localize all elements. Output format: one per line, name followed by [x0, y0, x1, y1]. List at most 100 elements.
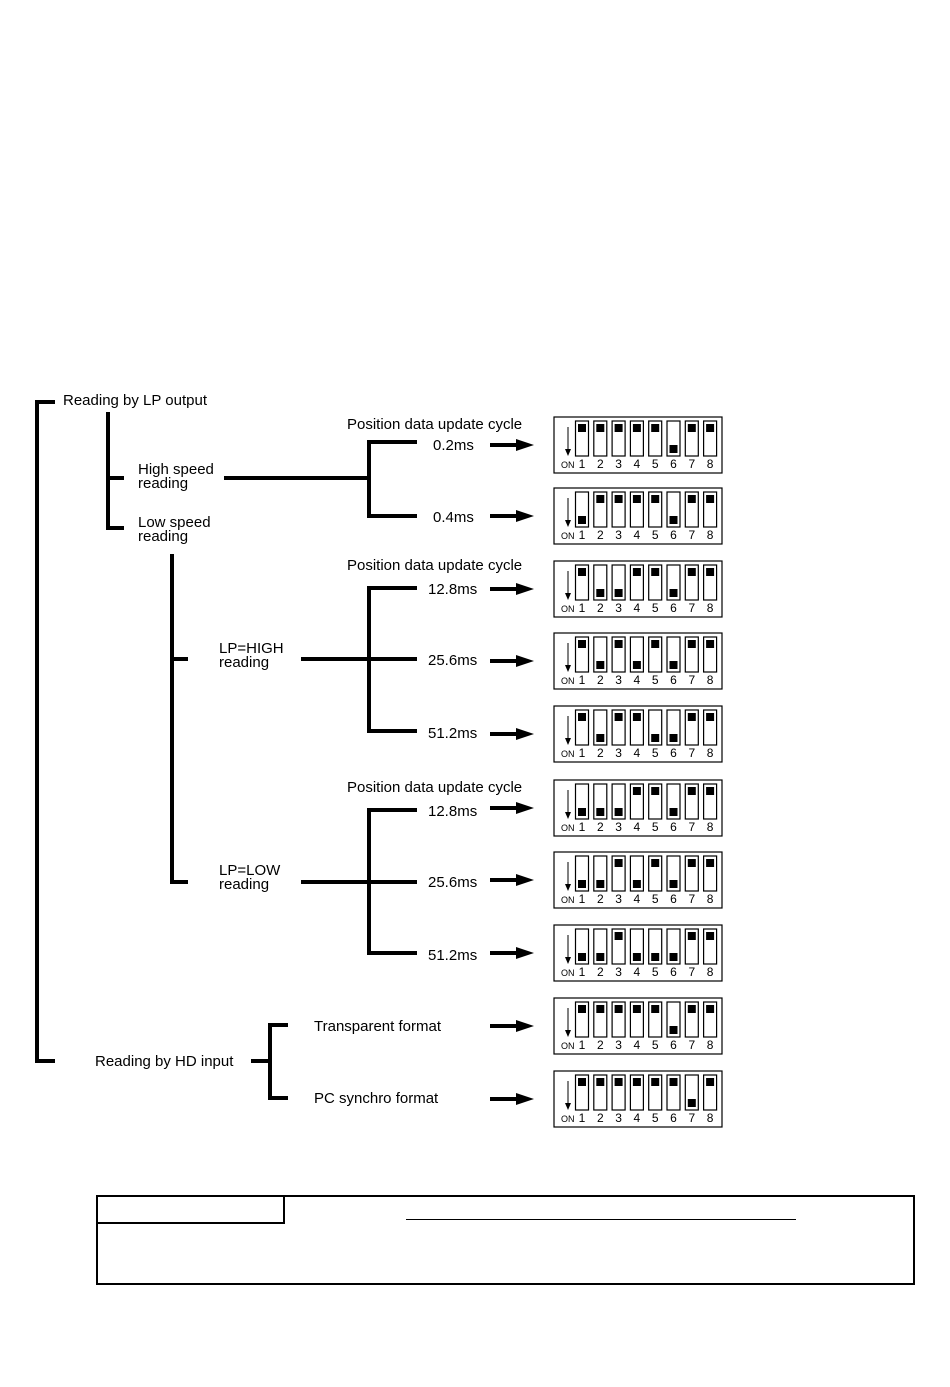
dip-switch-knob-off: [706, 424, 715, 432]
on-label: ON: [561, 460, 575, 470]
switch-number: 5: [652, 457, 659, 471]
switch-number: 7: [688, 965, 695, 979]
switch-number: 4: [634, 965, 641, 979]
dip-switch-knob-on: [669, 1026, 678, 1034]
switch-number: 6: [670, 457, 677, 471]
switch-number: 7: [688, 1111, 695, 1125]
dip-switch-knob-off: [651, 568, 660, 576]
setting-label-0-4ms: 0.4ms: [433, 509, 474, 526]
arrow: [490, 874, 534, 886]
dip-switch-knob-off: [706, 713, 715, 721]
dip-switch-knob-off: [706, 1005, 715, 1013]
switch-number: 2: [597, 1038, 604, 1052]
switch-number: 8: [707, 1111, 714, 1125]
dip-switch-knob-off: [614, 640, 623, 648]
dip-switch-knob-on: [651, 734, 660, 742]
dip-switch-knob-off: [687, 568, 696, 576]
on-label: ON: [561, 531, 575, 541]
switch-number: 2: [597, 746, 604, 760]
switch-number: 6: [670, 965, 677, 979]
setting-label-0-2ms: 0.2ms: [433, 437, 474, 454]
switch-number: 1: [579, 601, 586, 615]
switch-number: 8: [707, 1038, 714, 1052]
setting-label-lp-high-51-2ms: 51.2ms: [428, 725, 478, 742]
dip-switch-knob-off: [687, 713, 696, 721]
switch-number: 8: [707, 601, 714, 615]
cycle-header-lp-low: Position data update cycle: [347, 779, 523, 796]
switch-number: 8: [707, 528, 714, 542]
switch-number: 5: [652, 528, 659, 542]
high-speed-fork: [367, 440, 417, 518]
arrow: [490, 583, 534, 595]
arrow: [490, 655, 534, 667]
dip-switch-knob-off: [706, 640, 715, 648]
dip-switch-knob-on: [578, 808, 586, 816]
lp-output-label: Reading by LP output: [63, 392, 208, 409]
dip-switch-knob-off: [687, 932, 696, 940]
switch-number: 4: [634, 820, 641, 834]
setting-label-lp-high-25-6ms: 25.6ms: [428, 652, 478, 669]
switch-number: 1: [579, 1111, 586, 1125]
switch-number: 5: [652, 1111, 659, 1125]
switch-number: 7: [688, 528, 695, 542]
arrow: [490, 1093, 534, 1105]
arrow: [490, 1020, 534, 1032]
dip-switch-knob-off: [596, 1078, 605, 1086]
dip-switch-knob-off: [669, 1078, 678, 1086]
on-label: ON: [561, 604, 575, 614]
dip-switch-knob-on: [669, 589, 678, 597]
dip-switch-knob-off: [687, 495, 696, 503]
switch-number: 8: [707, 820, 714, 834]
dip-switch-knob-off: [706, 568, 715, 576]
outer-bracket: [35, 400, 55, 1063]
cycle-header-high-speed: Position data update cycle: [347, 416, 523, 433]
switch-number: 6: [670, 892, 677, 906]
dip-switch-knob-off: [651, 424, 660, 432]
switch-number: 1: [579, 1038, 586, 1052]
arrow: [490, 728, 534, 740]
switch-number: 8: [707, 965, 714, 979]
low-speed-bracket: [170, 554, 188, 884]
switch-number: 1: [579, 965, 586, 979]
dip-switch-knob-off: [614, 1005, 623, 1013]
on-direction-arrow: [565, 716, 571, 745]
switch-number: 5: [652, 601, 659, 615]
dip-switch-knob-off: [632, 1005, 641, 1013]
switch-number: 3: [615, 673, 622, 687]
dip-switch-knob-on: [596, 661, 605, 669]
switch-number: 6: [670, 1111, 677, 1125]
switch-number: 4: [634, 1111, 641, 1125]
dip-switch-knob-on: [669, 808, 678, 816]
dip-switch-knob-off: [706, 1078, 715, 1086]
on-label: ON: [561, 823, 575, 833]
switch-number: 5: [652, 820, 659, 834]
dip-switch-knob-off: [706, 932, 715, 940]
dip-switch-knob-on: [669, 445, 678, 453]
dip-switch-knob-off: [651, 787, 660, 795]
dip-switch-knob-off: [596, 495, 605, 503]
note-box-title-underline: [406, 1219, 796, 1220]
switch-number: 4: [634, 746, 641, 760]
setting-label-lp-low-12-8ms: 12.8ms: [428, 803, 478, 820]
setting-label-pc-synchro-format: PC synchro format: [314, 1090, 439, 1107]
dip-switch-knob-off: [687, 424, 696, 432]
on-direction-arrow: [565, 1081, 571, 1110]
dip-switch-knob-on: [596, 880, 605, 888]
switch-number: 1: [579, 673, 586, 687]
switch-number: 4: [634, 673, 641, 687]
hd-fork: [268, 1023, 288, 1100]
dip-switch-knob-on: [669, 880, 678, 888]
dip-switch-knob-on: [578, 516, 586, 524]
switch-number: 7: [688, 601, 695, 615]
switch-number: 1: [579, 746, 586, 760]
dip-switch-knob-off: [614, 713, 623, 721]
lp-speed-bracket: [106, 412, 124, 530]
on-label: ON: [561, 895, 575, 905]
switch-number: 3: [615, 1111, 622, 1125]
